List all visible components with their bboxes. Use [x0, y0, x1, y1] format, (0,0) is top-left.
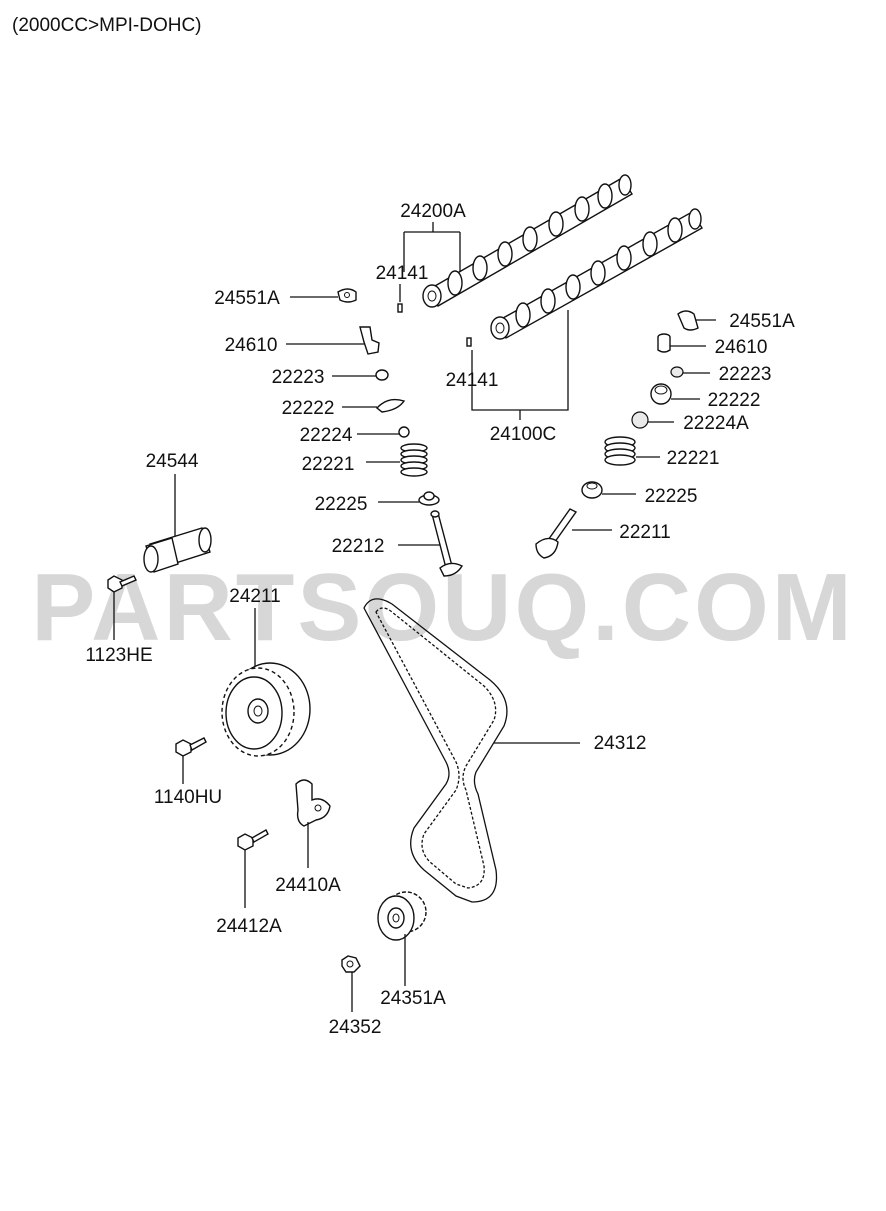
label-22225-right: 22225	[645, 486, 698, 507]
part-24551A-left[interactable]	[337, 288, 357, 303]
label-24410A: 24410A	[275, 875, 341, 896]
label-24351A: 24351A	[380, 988, 446, 1009]
part-24410A-tensioner[interactable]	[295, 779, 331, 827]
part-22222-left[interactable]	[375, 398, 406, 413]
part-22223-right[interactable]	[670, 366, 684, 378]
label-24352: 24352	[329, 1017, 382, 1038]
label-24312: 24312	[594, 733, 647, 754]
part-1140HU-bolt[interactable]	[175, 737, 207, 757]
label-22222-left: 22222	[282, 398, 335, 419]
label-1140HU: 1140HU	[154, 787, 222, 808]
key-24141-bottom[interactable]	[466, 337, 472, 347]
part-22224A[interactable]	[631, 411, 649, 429]
label-24200A: 24200A	[400, 201, 466, 222]
part-24544-sleeve[interactable]	[143, 527, 212, 573]
part-24312-timing-belt[interactable]	[363, 598, 508, 903]
part-24352-nut[interactable]	[341, 955, 361, 973]
label-22221-right: 22221	[667, 448, 720, 469]
camshaft-exhaust[interactable]	[490, 208, 703, 340]
part-22222-right[interactable]	[650, 383, 672, 405]
label-1123HE: 1123HE	[85, 645, 152, 666]
label-24412A: 24412A	[216, 916, 282, 937]
label-24610-right: 24610	[715, 337, 768, 358]
part-22224-left[interactable]	[398, 426, 410, 438]
part-22225-left[interactable]	[418, 491, 440, 506]
header-title: (2000CC>MPI-DOHC)	[12, 15, 202, 36]
label-22222-right: 22222	[708, 390, 761, 411]
label-24544: 24544	[146, 451, 199, 472]
label-22224-left: 22224	[300, 425, 353, 446]
part-22225-right[interactable]	[581, 481, 603, 499]
part-24211-sprocket[interactable]	[221, 662, 311, 757]
label-24141-bottom: 24141	[446, 370, 499, 391]
part-22221-right-spring[interactable]	[604, 436, 636, 466]
part-22212-valve[interactable]	[430, 510, 463, 577]
label-22224A: 22224A	[683, 413, 749, 434]
label-24100C: 24100C	[490, 424, 557, 445]
part-22221-left-spring[interactable]	[400, 443, 428, 477]
part-24351A-pulley[interactable]	[377, 891, 427, 941]
label-24551A-left: 24551A	[214, 288, 280, 309]
label-22225-left: 22225	[315, 494, 368, 515]
part-22223-left[interactable]	[375, 369, 389, 381]
leader-24100C	[471, 310, 569, 420]
label-22223-right: 22223	[719, 364, 772, 385]
part-24610-left[interactable]	[359, 326, 380, 355]
part-24412A-bolt[interactable]	[237, 829, 269, 851]
label-22212: 22212	[332, 536, 385, 557]
label-22223-left: 22223	[272, 367, 325, 388]
label-22211: 22211	[619, 522, 670, 543]
part-1123HE-bolt[interactable]	[107, 575, 137, 593]
label-24610-left: 24610	[225, 335, 278, 356]
leader-24200A	[403, 222, 461, 272]
label-22221-left: 22221	[302, 454, 355, 475]
label-24211: 24211	[229, 586, 280, 607]
label-24551A-right: 24551A	[729, 311, 795, 332]
camshaft-intake[interactable]	[422, 174, 633, 308]
part-24610-right[interactable]	[657, 333, 671, 353]
part-22211-valve[interactable]	[535, 508, 578, 559]
part-24551A-right[interactable]	[677, 310, 699, 331]
key-24141-top[interactable]	[397, 303, 403, 313]
label-24141-top: 24141	[376, 263, 429, 284]
